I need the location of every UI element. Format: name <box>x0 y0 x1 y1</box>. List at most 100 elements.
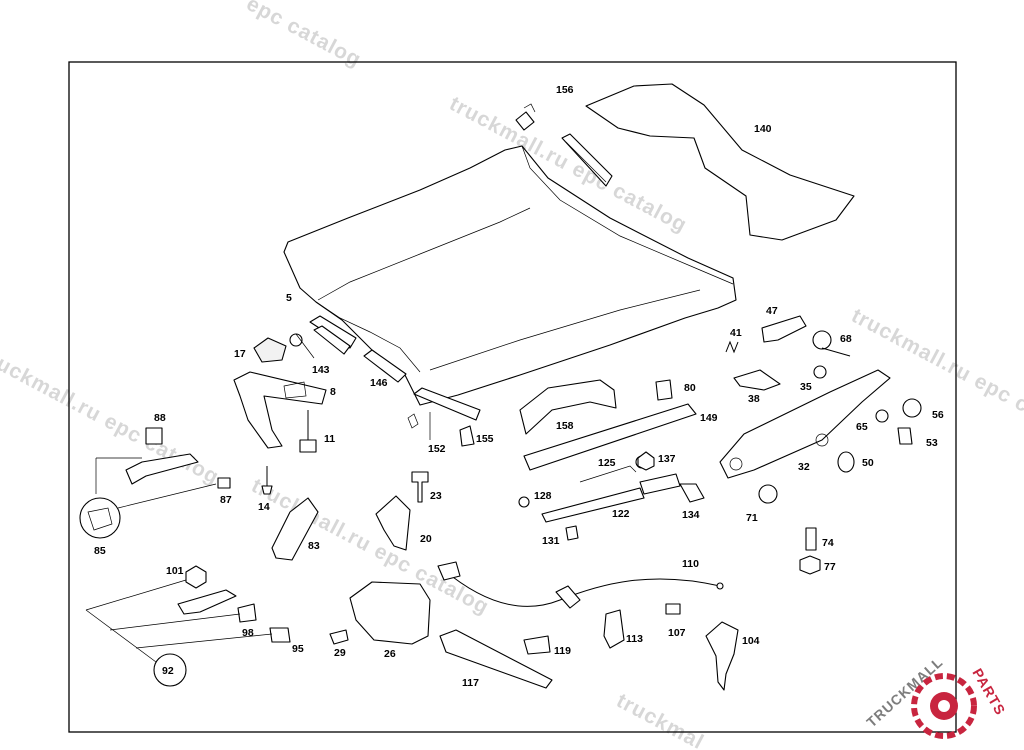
part-88 <box>145 427 163 445</box>
part-83 <box>271 497 319 561</box>
part-41 <box>725 340 739 354</box>
label-17: 17 <box>234 348 246 360</box>
label-50: 50 <box>862 457 874 469</box>
part-98 <box>237 603 257 623</box>
part-50 <box>837 451 855 473</box>
part-155 <box>459 425 475 447</box>
label-110: 110 <box>682 558 699 570</box>
watermark-left: truckmall.ru epc catalog <box>0 344 223 489</box>
watermark-bottom: truckmal <box>613 689 708 750</box>
label-134: 134 <box>682 509 700 521</box>
part-137 <box>637 451 655 471</box>
label-71: 71 <box>746 512 758 524</box>
label-74: 74 <box>822 537 834 549</box>
label-23: 23 <box>430 490 442 502</box>
label-113: 113 <box>626 633 643 645</box>
part-handle-104 <box>705 621 739 691</box>
part-release-lever <box>125 453 199 485</box>
label-143: 143 <box>312 364 330 376</box>
label-83: 83 <box>308 540 320 552</box>
part-38 <box>733 369 781 391</box>
part-65 <box>875 409 889 423</box>
label-87: 87 <box>220 494 232 506</box>
part-74 <box>805 527 817 551</box>
part-92 <box>153 653 187 687</box>
part-cable <box>443 569 721 607</box>
part-29 <box>329 629 349 645</box>
label-26: 26 <box>384 648 396 660</box>
part-80 <box>655 379 673 401</box>
label-77: 77 <box>824 561 836 573</box>
label-149: 149 <box>700 412 718 424</box>
part-113 <box>603 609 625 649</box>
logo-text-truckmall: TRUCKMALL <box>863 654 946 731</box>
logo-gear-icon <box>911 673 977 739</box>
part-134 <box>679 483 705 503</box>
part-95 <box>269 627 291 643</box>
label-156: 156 <box>556 84 574 96</box>
label-140: 140 <box>754 123 772 135</box>
label-29: 29 <box>334 647 346 659</box>
part-20 <box>375 495 411 551</box>
label-38: 38 <box>748 393 760 405</box>
part-insulation-mat <box>585 83 855 241</box>
part-26 <box>349 581 431 645</box>
part-17 <box>253 337 287 363</box>
part-47 <box>761 315 807 343</box>
label-14: 14 <box>258 501 270 513</box>
part-152 <box>413 387 481 421</box>
label-101: 101 <box>166 565 184 577</box>
label-128: 128 <box>534 490 552 502</box>
part-117 <box>439 629 553 689</box>
label-146: 146 <box>370 377 388 389</box>
part-35 <box>813 365 827 379</box>
label-137: 137 <box>658 453 676 465</box>
part-149 <box>523 403 697 471</box>
label-5: 5 <box>286 292 292 304</box>
part-128 <box>518 496 530 508</box>
part-107 <box>665 603 681 615</box>
label-32: 32 <box>798 461 810 473</box>
label-104: 104 <box>742 635 760 647</box>
part-bolt-68 <box>812 330 832 350</box>
label-98: 98 <box>242 627 254 639</box>
part-hood <box>283 145 737 406</box>
part-85 <box>79 497 121 539</box>
watermark-top: epc catalog <box>243 0 366 72</box>
label-122: 122 <box>612 508 630 520</box>
part-71 <box>758 484 778 504</box>
label-158: 158 <box>556 420 574 432</box>
part-77 <box>799 555 821 575</box>
label-56: 56 <box>932 409 944 421</box>
label-125: 125 <box>598 457 616 469</box>
label-68: 68 <box>840 333 852 345</box>
label-80: 80 <box>684 382 696 394</box>
label-95: 95 <box>292 643 304 655</box>
part-131 <box>565 525 579 541</box>
part-119 <box>523 635 551 655</box>
part-hinge <box>233 371 327 449</box>
label-53: 53 <box>926 437 938 449</box>
part-87 <box>217 477 231 489</box>
label-85: 85 <box>94 545 106 557</box>
part-56 <box>902 398 922 418</box>
label-35: 35 <box>800 381 812 393</box>
label-41: 41 <box>730 327 742 339</box>
label-107: 107 <box>668 627 686 639</box>
part-158 <box>519 379 617 435</box>
diagram-frame <box>68 61 957 733</box>
part-bolt-11 <box>299 439 317 453</box>
label-20: 20 <box>420 533 432 545</box>
label-92: 92 <box>162 665 174 677</box>
part-seal-strip <box>561 133 613 187</box>
label-155: 155 <box>476 433 494 445</box>
label-119: 119 <box>554 645 571 657</box>
label-65: 65 <box>856 421 868 433</box>
truckmall-logo: TRUCKMALL PARTS <box>863 654 1009 739</box>
part-clip-156 <box>515 111 535 131</box>
part-gas-strut <box>541 487 645 523</box>
part-bolt-23 <box>411 471 429 503</box>
label-131: 131 <box>542 535 560 547</box>
part-32 <box>719 369 891 479</box>
part-lever-lower <box>177 589 237 615</box>
